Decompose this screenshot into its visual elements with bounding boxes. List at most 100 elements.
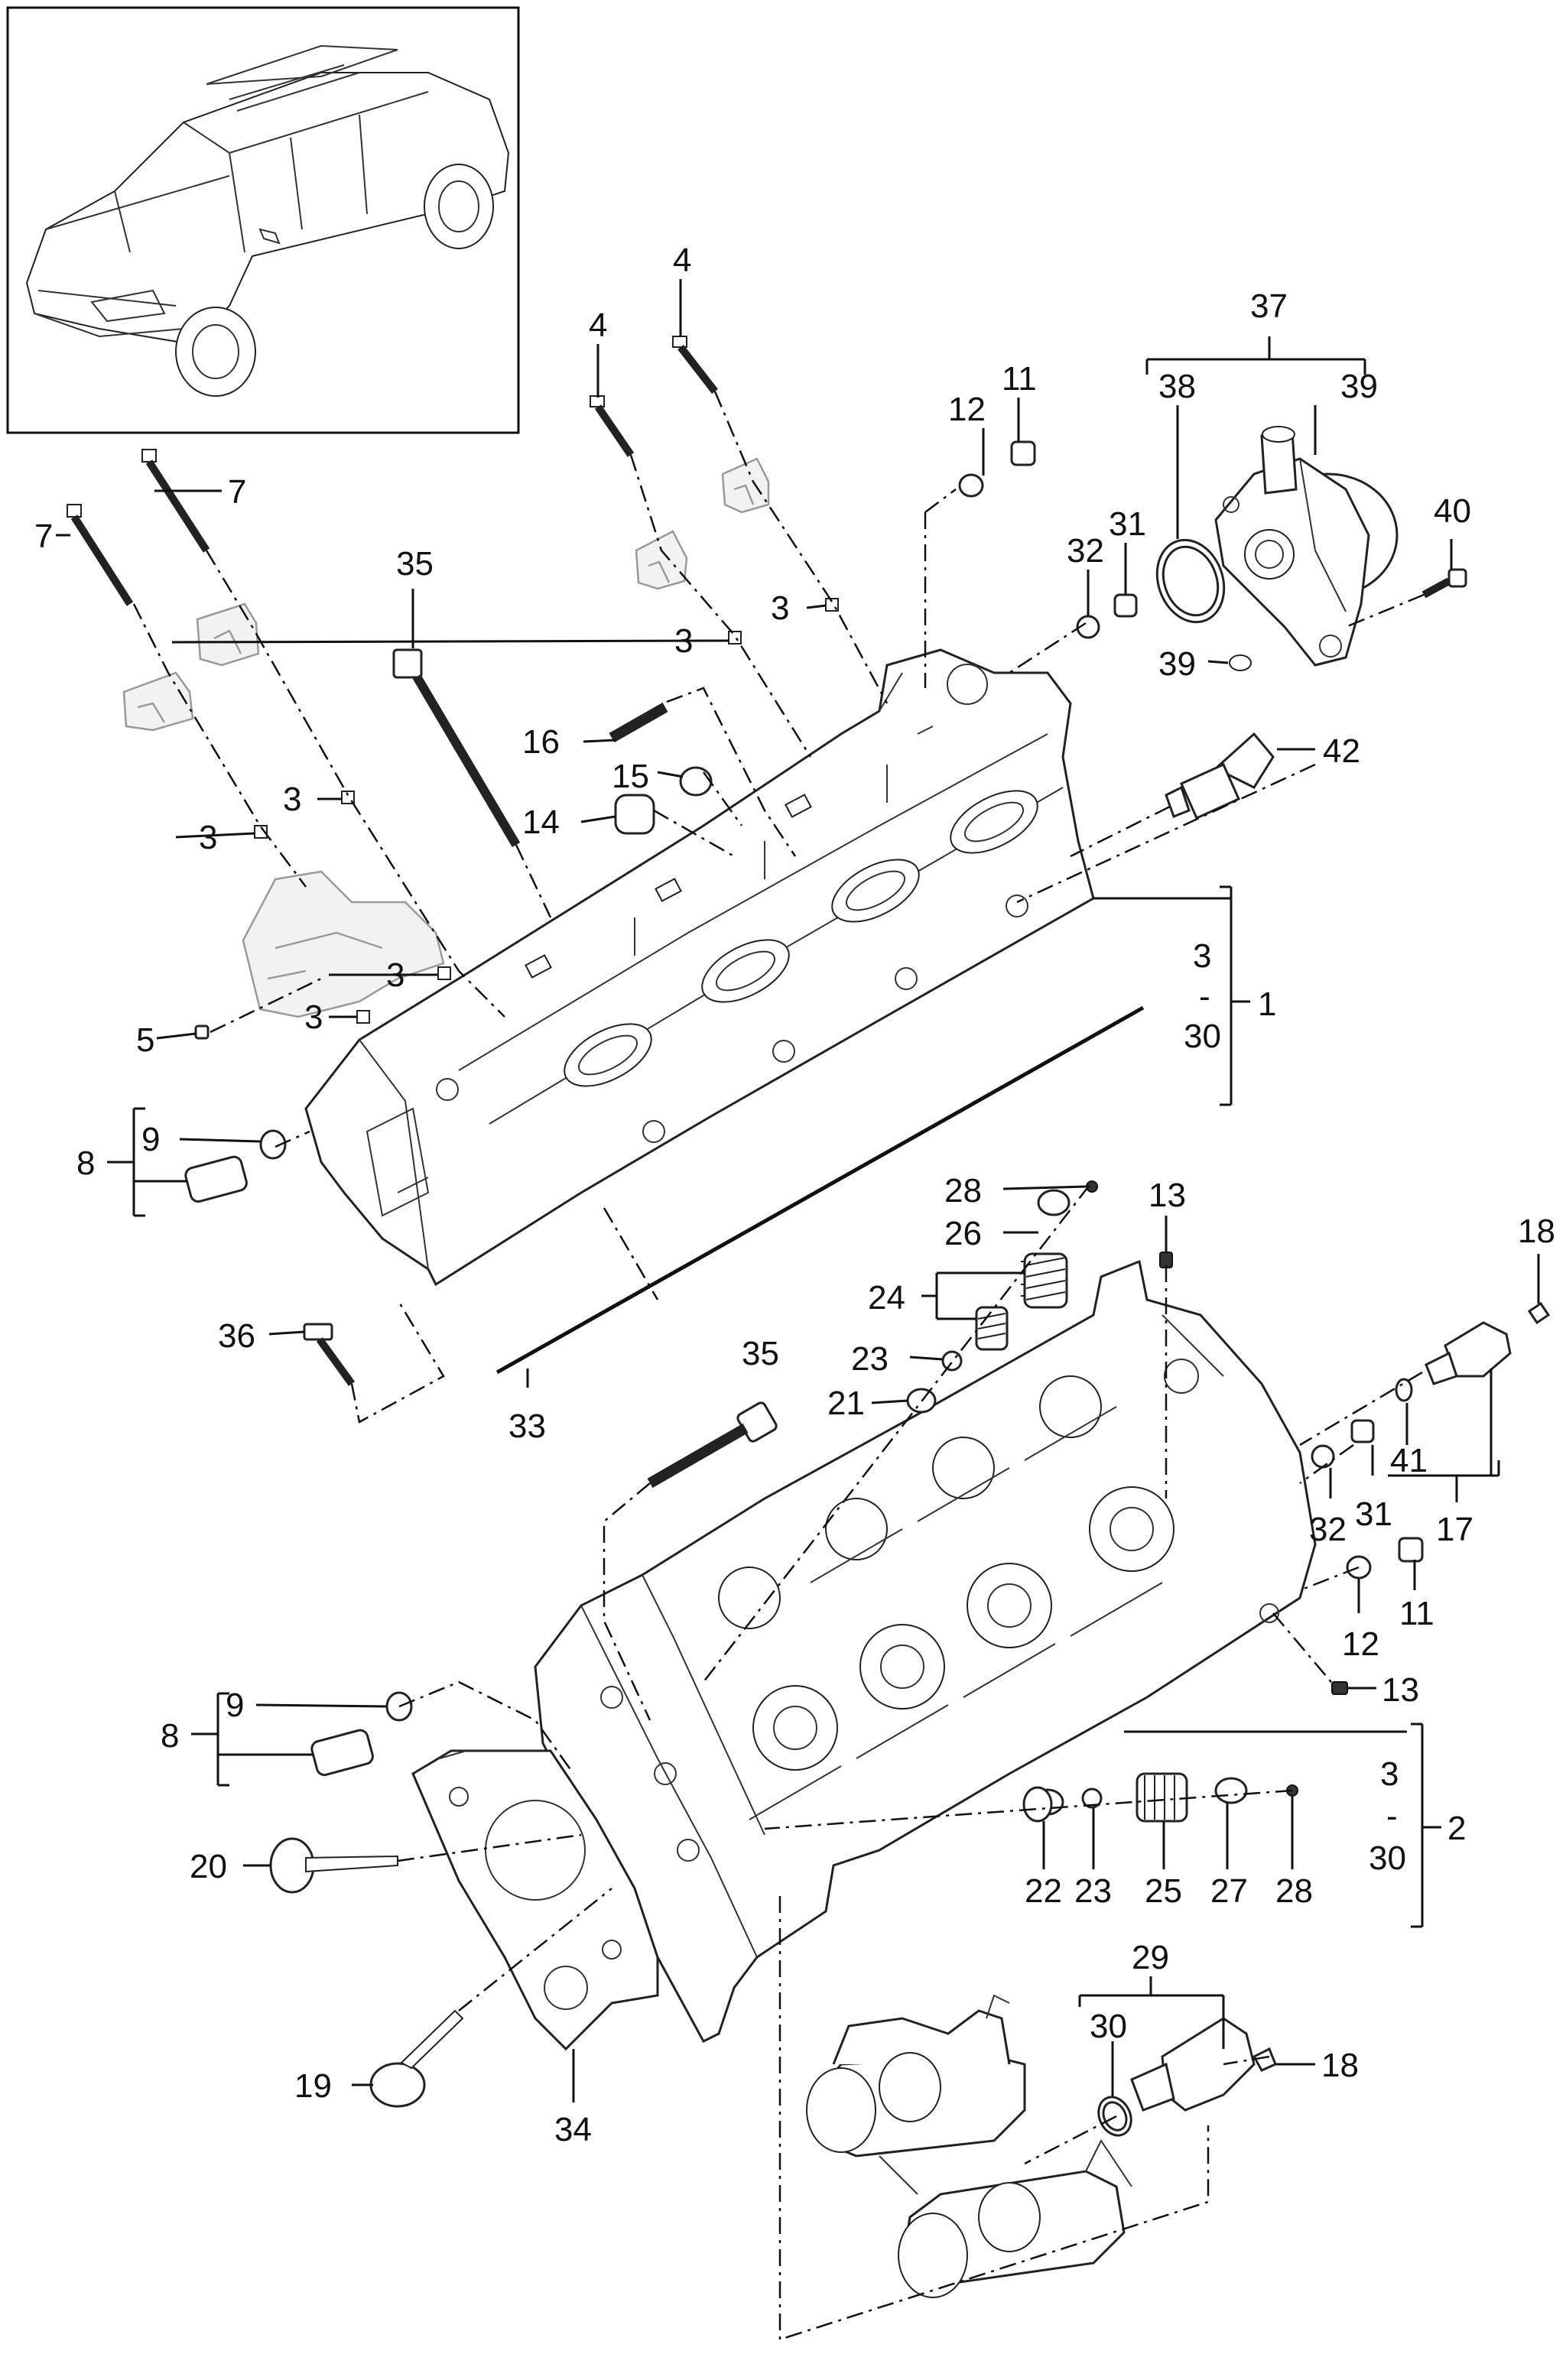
seal-12a [958, 473, 984, 498]
callout-1: 1 [1258, 985, 1276, 1023]
callout-9-lower: 9 [226, 1687, 244, 1724]
sleeve-3a [254, 825, 268, 839]
callout-3-c: 3 [386, 956, 404, 994]
callout-21: 21 [827, 1385, 865, 1422]
valve-spring-25-set [1031, 1772, 1298, 1823]
callout-28-lower: 28 [1275, 1872, 1313, 1910]
callout-41: 41 [1390, 1442, 1428, 1479]
callout-5: 5 [136, 1021, 154, 1059]
callout-31-upper: 31 [1109, 505, 1146, 543]
callout-8-lower: 8 [161, 1717, 179, 1755]
callout-25: 25 [1145, 1872, 1182, 1910]
callout-3-range2-dash: - [1386, 1797, 1398, 1835]
bolt-35-lower [647, 1401, 778, 1489]
callout-7-left: 7 [34, 518, 53, 555]
callout-3-range1-top: 3 [1193, 937, 1211, 975]
seal-32b [1311, 1444, 1335, 1469]
callout-11-upper: 11 [1002, 360, 1037, 398]
callout-30-range1: 30 [1184, 1018, 1221, 1055]
callout-23-upper: 23 [851, 1340, 889, 1378]
callout-24: 24 [868, 1279, 905, 1317]
callout-32-lower: 32 [1309, 1511, 1347, 1548]
callout-32-upper: 32 [1067, 532, 1104, 570]
callout-22: 22 [1025, 1872, 1062, 1910]
callout-27: 27 [1210, 1872, 1248, 1910]
callout-39-lower: 39 [1158, 645, 1196, 683]
callout-3-f: 3 [771, 589, 789, 627]
callout-labels: 7 7 4 4 35 3 3 3 3 3 3 5 16 15 14 12 11 … [34, 242, 1555, 2148]
callout-3-a: 3 [199, 819, 217, 856]
callout-18-lower: 18 [1321, 2047, 1359, 2084]
seal-41 [1395, 1378, 1413, 1402]
plug-11b [1398, 1537, 1424, 1563]
callout-31-lower: 31 [1355, 1495, 1392, 1533]
callout-4-right: 4 [673, 242, 691, 279]
valve-19 [369, 2009, 464, 2108]
vacuum-pump [1155, 426, 1399, 671]
valve-spring-24-set [906, 1180, 1098, 1414]
callout-3-b: 3 [283, 781, 301, 818]
callout-14: 14 [522, 804, 560, 841]
callout-30-lower: 30 [1090, 2008, 1127, 2045]
callout-28-upper: 28 [944, 1172, 982, 1209]
washer-22 [1022, 1786, 1053, 1823]
car-illustration [25, 44, 510, 397]
seal-15 [679, 766, 713, 797]
callout-30-range2: 30 [1369, 1839, 1406, 1877]
valve-20 [269, 1837, 398, 1894]
callout-39-upper: 39 [1340, 368, 1378, 405]
bolt-40 [1421, 568, 1467, 599]
callout-4-left: 4 [589, 307, 607, 344]
callout-33: 33 [508, 1408, 546, 1445]
sleeve-3c [437, 966, 451, 980]
bolt-7b [141, 449, 210, 553]
cylinder-head-lower [534, 1259, 1317, 2043]
head-gasket [411, 1749, 659, 2051]
callout-3-range1-dash: - [1199, 978, 1210, 1015]
sleeve-3e [728, 631, 742, 645]
callout-37: 37 [1250, 287, 1288, 325]
callout-36: 36 [218, 1317, 255, 1355]
callout-3-range2-top: 3 [1380, 1755, 1399, 1793]
bolt-36 [303, 1323, 356, 1386]
plug-14 [614, 794, 655, 835]
callout-12-lower: 12 [1342, 1625, 1379, 1663]
assembly-lines [132, 391, 1425, 2341]
callout-17: 17 [1436, 1511, 1473, 1548]
callout-7-right: 7 [228, 473, 246, 511]
leader-lines [56, 279, 1540, 2102]
plug-11a [1010, 440, 1036, 466]
bolt-35-upper [392, 648, 521, 848]
cylinder-head-upper [304, 648, 1095, 1287]
callout-26: 26 [944, 1215, 982, 1252]
callout-42: 42 [1323, 732, 1360, 770]
callout-29: 29 [1132, 1939, 1169, 1976]
solenoid-17 [1425, 1301, 1551, 1385]
camshaft-assembly [806, 1994, 1132, 2298]
sleeve-3b [341, 791, 355, 804]
callout-3-d: 3 [304, 998, 323, 1036]
callout-16: 16 [522, 723, 560, 761]
sensor-42 [1165, 732, 1275, 820]
callout-11-lower: 11 [1399, 1595, 1434, 1632]
sleeve-3d [356, 1010, 370, 1024]
plug-31b [1350, 1419, 1375, 1443]
plug-31a [1113, 593, 1138, 618]
callout-19: 19 [294, 2067, 332, 2105]
callout-35-upper: 35 [396, 545, 434, 583]
callout-8-upper: 8 [76, 1145, 95, 1182]
callout-9-upper: 9 [141, 1121, 160, 1158]
bolt-4b [672, 336, 718, 395]
callout-13-lower: 13 [1382, 1671, 1419, 1709]
plug-13b [1331, 1681, 1348, 1695]
callout-34: 34 [554, 2111, 592, 2148]
bolt-7a [67, 504, 134, 606]
plug-8b [310, 1729, 374, 1777]
callout-40: 40 [1434, 492, 1471, 530]
callout-12-upper: 12 [948, 391, 986, 428]
callout-13-upper: 13 [1149, 1177, 1186, 1214]
fasteners [67, 336, 1467, 1823]
gasket-line-33 [495, 1005, 1145, 1375]
callout-23-lower: 23 [1074, 1872, 1112, 1910]
callout-3-e: 3 [674, 622, 693, 660]
